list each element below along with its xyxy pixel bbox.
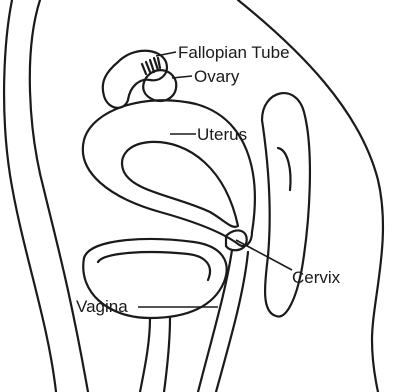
leader-cervix — [236, 240, 292, 270]
rectum-fold — [278, 148, 291, 190]
urethra-front — [140, 318, 150, 392]
label-fallopian-tube: Fallopian Tube — [178, 43, 290, 62]
vagina-canal-back — [216, 252, 248, 392]
label-cervix: Cervix — [292, 268, 341, 287]
label-vagina: Vagina — [76, 297, 128, 316]
bladder-inner — [98, 252, 210, 280]
label-uterus: Uterus — [197, 125, 247, 144]
ovary-shape — [143, 70, 176, 101]
urethra-back — [164, 318, 170, 392]
leader-ovary — [172, 76, 192, 78]
sacrum-contour — [30, 0, 88, 392]
label-ovary: Ovary — [194, 67, 240, 86]
uterus-cavity — [122, 142, 238, 227]
